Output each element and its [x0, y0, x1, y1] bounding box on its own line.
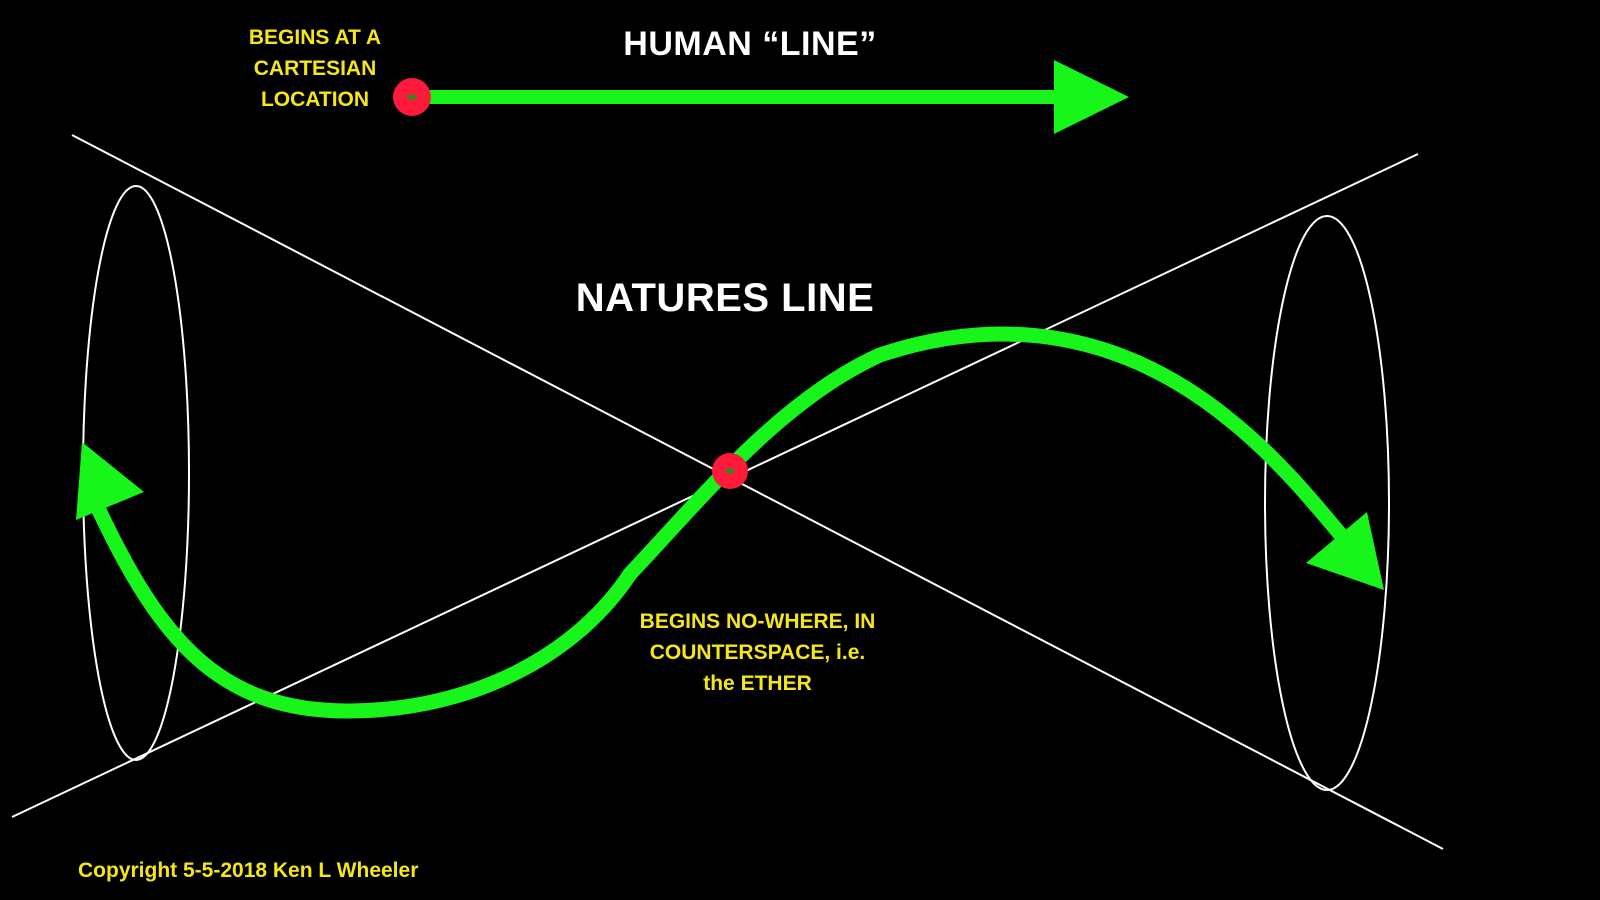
counterspace-label-line-2: COUNTERSPACE, i.e.: [649, 641, 866, 664]
cartesian-location-label: BEGINS AT A CARTESIAN LOCATION: [205, 22, 425, 115]
natures-line-curve: [90, 326, 1353, 719]
counterspace-label-line-3: the ETHER: [703, 672, 812, 695]
natures-line-arrowhead-right: [1306, 512, 1384, 590]
cartesian-origin-dot-center: [407, 94, 417, 100]
copyright-notice: Copyright 5-5-2018 Ken L Wheeler: [78, 859, 419, 882]
natures-line-arrowhead-left: [76, 442, 144, 520]
natures-line-title: NATURES LINE: [575, 276, 875, 320]
counterspace-label-line-1: BEGINS NO-WHERE, IN: [639, 610, 876, 633]
counterspace-label: BEGINS NO-WHERE, IN COUNTERSPACE, i.e. t…: [600, 606, 915, 699]
cartesian-label-line-1: BEGINS AT A: [248, 26, 382, 49]
counterspace-origin-dot-center: [725, 468, 735, 474]
cartesian-label-line-2: CARTESIAN: [253, 57, 377, 80]
human-line-title: HUMAN “LINE”: [623, 25, 877, 63]
cartesian-label-line-3: LOCATION: [260, 88, 370, 111]
human-line-arrowhead: [1054, 60, 1129, 134]
guide-line-descending: [71, 134, 1444, 850]
right-ring: [1264, 215, 1390, 791]
